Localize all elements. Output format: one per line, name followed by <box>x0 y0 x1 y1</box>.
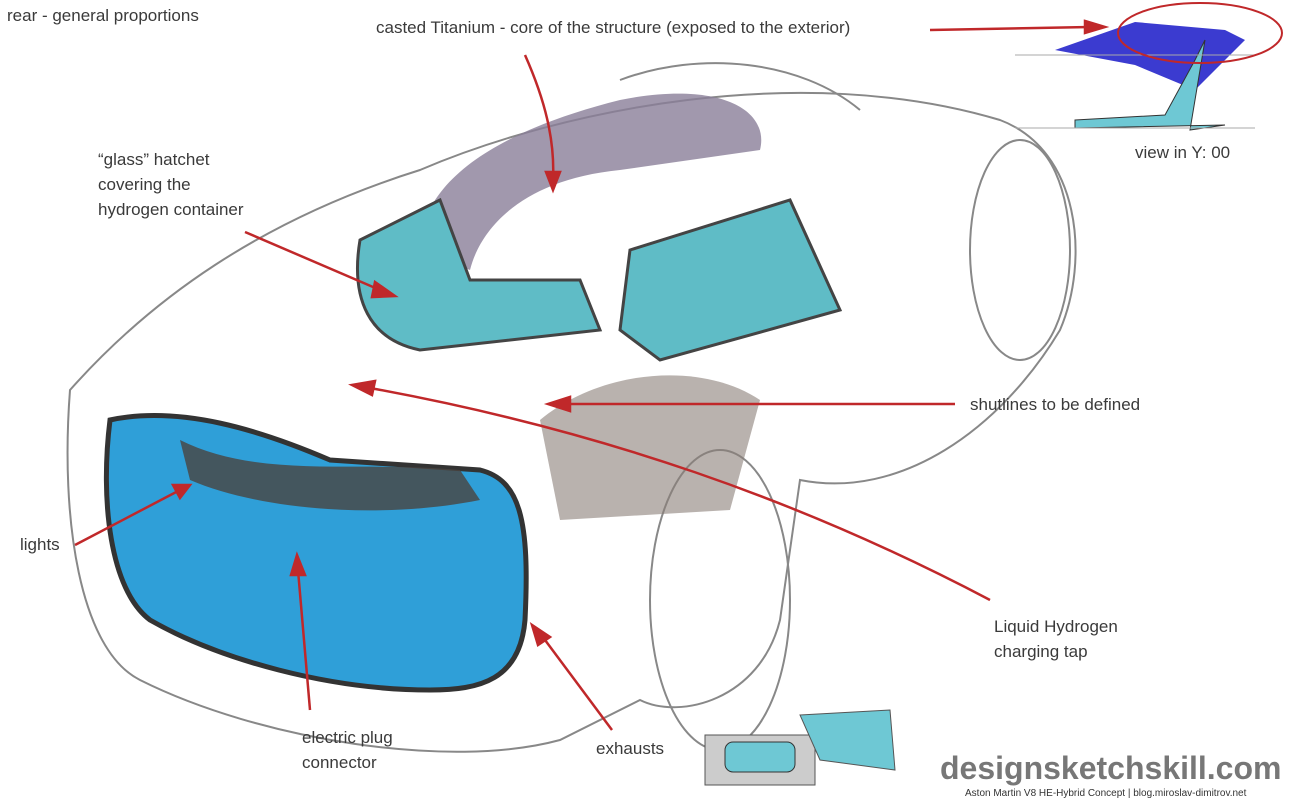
side-view-inset <box>1015 2 1283 131</box>
small-thumbnails <box>704 709 896 786</box>
label-plug-line2: connector <box>302 753 377 772</box>
label-glass-line1: “glass” hatchet <box>98 150 210 169</box>
label-exhausts: exhausts <box>596 739 665 758</box>
label-hydrogen-line2: charging tap <box>994 642 1088 661</box>
label-electric-plug: electric plug connector <box>302 725 393 775</box>
label-view: view in Y: 00 <box>1135 143 1231 162</box>
glass-hatchet-right <box>618 198 843 362</box>
tail-light <box>103 413 529 693</box>
shoulder-panel <box>540 375 760 520</box>
sketch-title: rear - general proportions <box>7 6 199 25</box>
watermark: designsketchskill.com <box>940 750 1282 786</box>
label-shutlines: shutlines to be defined <box>970 395 1141 414</box>
glass-hatchet-left <box>356 197 603 352</box>
credit-line: Aston Martin V8 HE-Hybrid Concept | blog… <box>965 788 1247 799</box>
label-glass-hatchet: “glass” hatchet covering the hydrogen co… <box>98 147 244 222</box>
label-hydrogen-tap: Liquid Hydrogen charging tap <box>994 614 1118 664</box>
titanium-core <box>420 93 762 270</box>
label-plug-line1: electric plug <box>302 728 393 747</box>
label-hydrogen-line1: Liquid Hydrogen <box>994 617 1118 636</box>
label-titanium: casted Titanium - core of the structure … <box>376 18 851 37</box>
rear-diffuser <box>180 440 480 511</box>
label-glass-line2: covering the <box>98 175 191 194</box>
label-glass-line3: hydrogen container <box>98 200 244 219</box>
annotation-arrows <box>74 19 1110 731</box>
label-lights: lights <box>20 535 60 554</box>
